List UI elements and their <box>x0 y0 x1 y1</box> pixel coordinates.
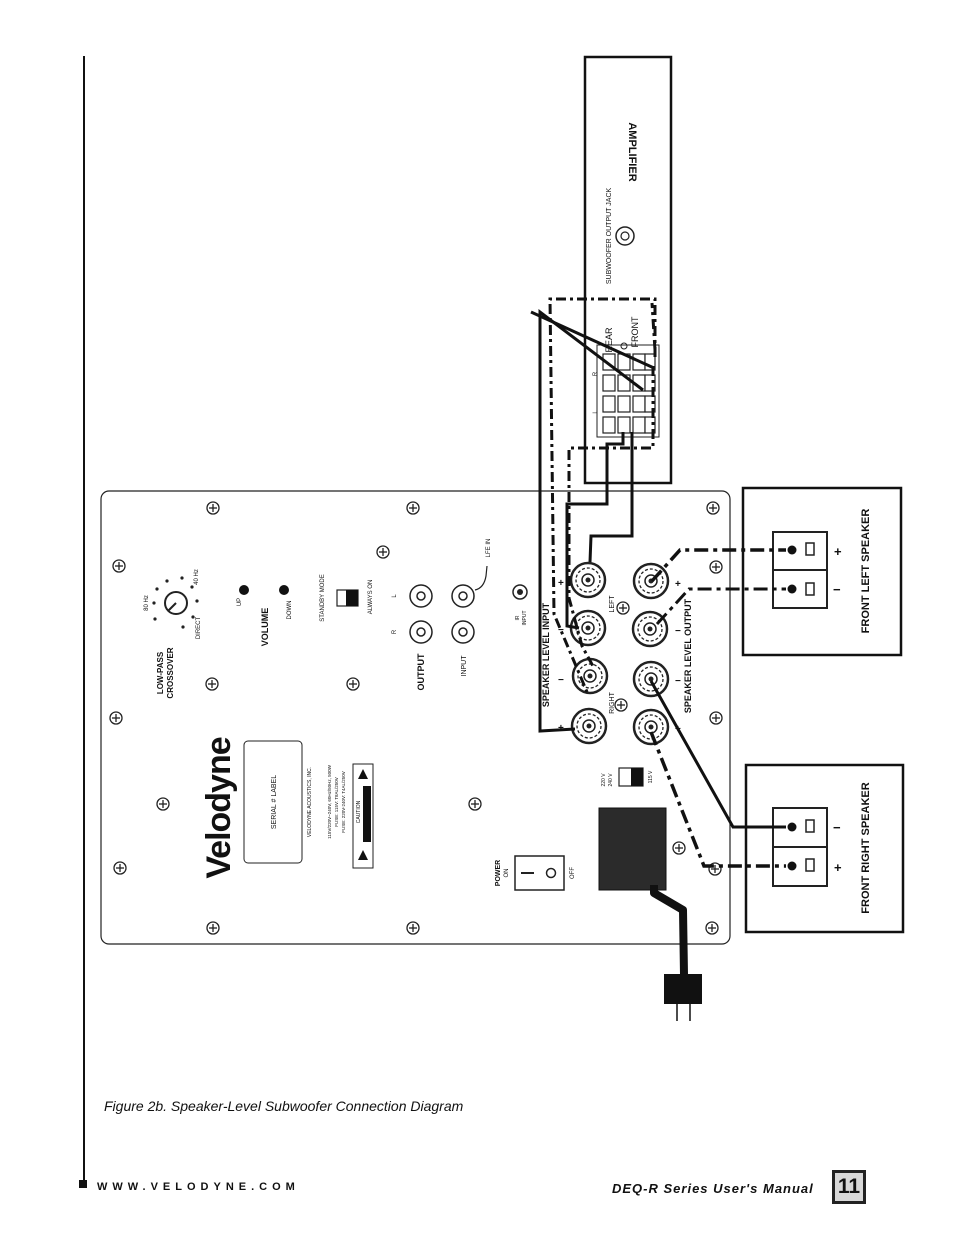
rating-line-1: 115V/220V~240V, 60Hz/50Hz, 500W <box>327 764 332 838</box>
speaker-wires <box>530 297 786 868</box>
freq-80-label: 80 Hz <box>144 595 150 611</box>
output-left-minus-sign: − <box>675 626 681 637</box>
subwoofer-jack-label: SUBWOOFER OUTPUT JACK <box>606 188 613 285</box>
page-number: 11 <box>832 1170 866 1204</box>
speaker-input-right-plus-post[interactable] <box>570 707 608 745</box>
lfe-in-pointer <box>474 565 488 591</box>
front-left-speaker-label: FRONT LEFT SPEAKER <box>860 509 872 634</box>
company-label: VELODYNE ACOUSTICS, INC. <box>307 767 313 837</box>
power-off-label: OFF <box>570 867 576 879</box>
power-on-label: ON <box>504 869 510 878</box>
left-channel-label: LEFT <box>609 595 616 613</box>
input-left-plus-sign: + <box>558 578 564 589</box>
power-label: POWER <box>495 860 502 886</box>
voltage-115-label: 115 V <box>648 770 654 783</box>
power-switch[interactable] <box>514 855 565 891</box>
footer-manual-title: DEQ-R Series User's Manual <box>612 1181 814 1196</box>
standby-mode-switch[interactable] <box>336 589 359 607</box>
ir-input-jack[interactable] <box>512 584 528 600</box>
output-right-jack[interactable] <box>409 620 433 644</box>
footer-square-bullet <box>79 1180 87 1188</box>
amp-r-label: R <box>593 371 599 376</box>
lfe-in-label: LFE IN <box>486 539 492 558</box>
input-label: INPUT <box>461 655 468 677</box>
always-on-label: ALWAYS ON <box>368 580 374 615</box>
front-left-speaker: + − FRONT LEFT SPEAKER <box>741 486 903 657</box>
serial-label: SERIAL # LABEL <box>271 775 278 829</box>
right-channel-label: RIGHT <box>609 691 616 714</box>
ir-input-label-2: INPUT <box>522 611 528 626</box>
power-inlet <box>598 807 667 891</box>
crossover-title-2: CROSSOVER <box>166 647 175 698</box>
freq-40-label: 40 Hz <box>194 569 200 585</box>
rating-line-3: FUSE: 220V-240V: T4AL/250V <box>341 771 346 833</box>
speaker-input-right-minus-post[interactable] <box>571 657 609 695</box>
front-right-speaker-label: FRONT RIGHT SPEAKER <box>860 782 872 913</box>
amplifier-title: AMPLIFIER <box>626 122 638 181</box>
subwoofer-rear-panel: 80 Hz 40 Hz DIRECT LOW-PASS CROSSOVER UP… <box>100 490 731 945</box>
amp-l-label: L <box>593 410 599 414</box>
crossover-knob[interactable] <box>152 576 199 629</box>
direct-label: DIRECT <box>196 617 202 640</box>
input-right-jack[interactable] <box>451 620 475 644</box>
speaker-output-right-minus-post[interactable] <box>632 660 670 698</box>
volume-down-label: DOWN <box>287 601 293 620</box>
speaker-output-right-plus-post[interactable] <box>632 708 670 746</box>
amplifier: AMPLIFIER SUBWOOFER OUTPUT JACK REAR FRO… <box>583 55 673 485</box>
input-left-minus-sign: − <box>558 625 564 636</box>
speaker-output-left-plus-post[interactable] <box>632 562 670 600</box>
output-r-label: R <box>392 629 398 634</box>
front-left-minus: − <box>833 582 841 597</box>
speaker-input-left-plus-post[interactable] <box>569 561 607 599</box>
voltage-220-label: 220 V <box>601 773 607 787</box>
power-plug-icon <box>664 974 702 1021</box>
footer-website-link[interactable]: WWW.VELODYNE.COM <box>97 1181 300 1193</box>
output-right-minus-sign: − <box>675 676 681 687</box>
front-left-plus: + <box>834 544 842 559</box>
output-label: OUTPUT <box>416 653 426 691</box>
subwoofer-output-jack-icon <box>615 226 635 246</box>
crossover-title-1: LOW-PASS <box>156 651 165 694</box>
power-cord <box>650 885 688 976</box>
output-left-plus-sign: + <box>675 579 681 590</box>
caution-label: CAUTION <box>356 800 362 823</box>
volume-down-button[interactable] <box>279 585 289 595</box>
front-right-speaker: − + FRONT RIGHT SPEAKER <box>744 763 905 934</box>
speaker-level-output-label: SPEAKER LEVEL OUTPUT <box>683 598 693 713</box>
speaker-level-input-label: SPEAKER LEVEL INPUT <box>541 602 551 707</box>
volume-label: VOLUME <box>260 608 270 647</box>
amp-front-indicator-icon <box>620 342 628 350</box>
volume-up-button[interactable] <box>239 585 249 595</box>
output-l-label: L <box>392 594 398 598</box>
caution-warning-label: CAUTION <box>352 763 374 869</box>
input-left-jack[interactable] <box>451 584 475 608</box>
voltage-240-label: 240 V <box>608 773 614 787</box>
velodyne-logo: Velodyne <box>200 737 238 878</box>
volume-up-label: UP <box>237 598 243 606</box>
standby-mode-label: STANDBY MODE <box>320 574 326 621</box>
front-right-minus: − <box>833 820 841 835</box>
input-right-minus-sign: − <box>558 675 564 686</box>
serial-label-box <box>243 740 303 864</box>
voltage-selector-switch[interactable] <box>618 767 644 787</box>
ir-input-label-1: IR <box>515 615 521 620</box>
amp-rear-label: REAR <box>604 327 614 353</box>
amp-front-label: FRONT <box>630 316 640 347</box>
front-right-plus: + <box>834 860 842 875</box>
output-left-jack[interactable] <box>409 584 433 608</box>
rating-line-2: FUSE: 115V: T8AL/250V <box>334 777 339 826</box>
figure-caption: Figure 2b. Speaker-Level Subwoofer Conne… <box>104 1098 464 1114</box>
